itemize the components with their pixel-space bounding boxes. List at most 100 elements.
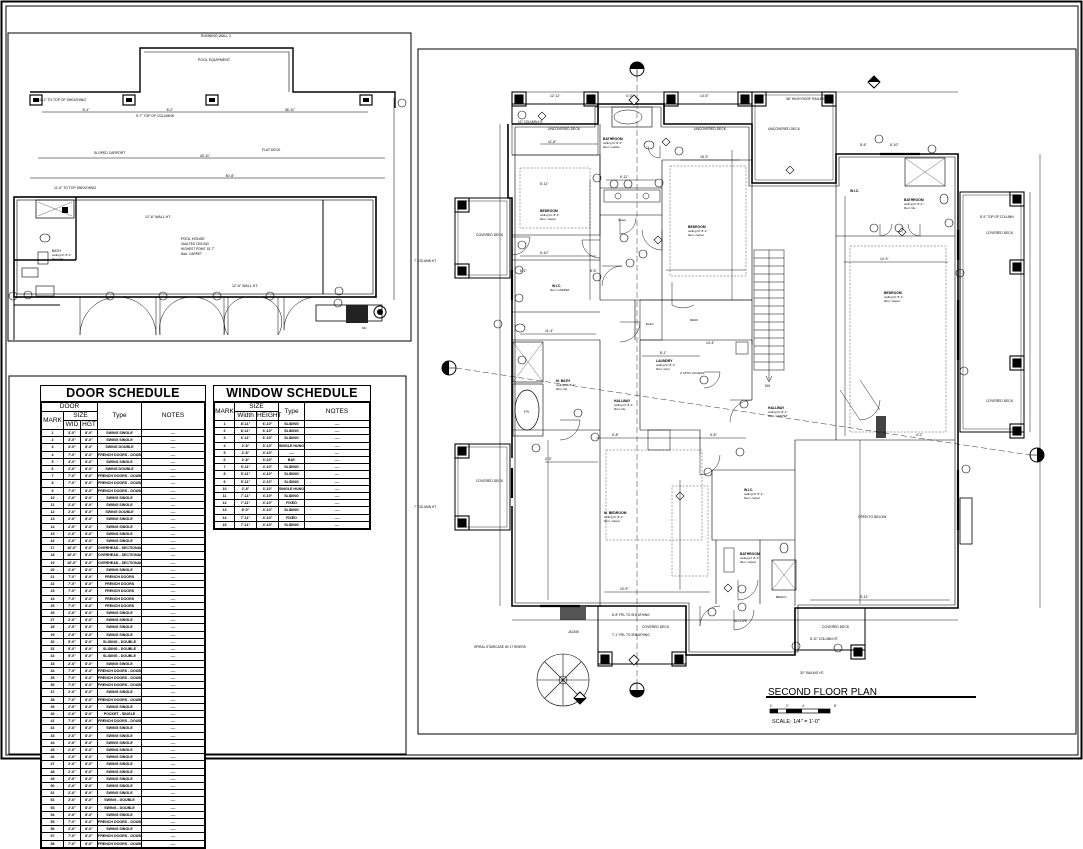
- svg-text:6'-1": 6'-1": [520, 269, 528, 273]
- table-cell: 3'-0": [63, 436, 81, 445]
- svg-text:8'-11": 8'-11": [860, 595, 869, 599]
- bedroom-1-label: BEDROOM: [540, 209, 558, 213]
- svg-text:18'-3": 18'-3": [700, 155, 709, 159]
- table-cell: 16'-0": [63, 558, 81, 567]
- table-cell: 2'-6": [63, 702, 81, 711]
- table-cell: ----: [141, 673, 205, 683]
- bath-floor: floor: tile: [52, 257, 64, 261]
- spiral-stair: [536, 653, 590, 707]
- table-cell: 6'-10": [255, 419, 280, 429]
- door-col-type: Type: [97, 402, 143, 430]
- svg-text:12'-11": 12'-11": [550, 94, 561, 98]
- table-cell: SLIDING - DOUBLE: [97, 645, 143, 654]
- table-cell: SWING SINGLE: [97, 623, 143, 632]
- table-cell: 3'-0": [63, 443, 81, 452]
- table-cell: 25: [41, 601, 64, 611]
- wic-1-label: W.I.C.: [552, 284, 561, 288]
- table-cell: 5: [41, 457, 64, 467]
- table-cell: ----: [141, 724, 205, 733]
- table-cell: FIXED: [278, 499, 306, 508]
- table-cell: ----: [141, 573, 205, 582]
- dim-8-4: 8'-4": [83, 108, 91, 112]
- table-cell: 7'-11": [234, 492, 257, 501]
- hallway-2-floor: floor: CARPET: [768, 414, 788, 418]
- table-cell: ----: [141, 681, 205, 690]
- covered-deck-right: COVERED DECK: [986, 231, 1014, 235]
- dim-texts: 12'-11"4'-0"14'-5" 8'-6"6'-10" 11'-8"6'-…: [520, 94, 924, 599]
- door-group-header: DOOR: [40, 402, 99, 412]
- chimney-hatch: [560, 606, 586, 620]
- table-cell: FRENCH DOORS: [97, 594, 143, 603]
- table-cell: 8'-0": [79, 774, 99, 783]
- table-cell: 2'-6": [63, 493, 81, 503]
- table-cell: 8'-0": [79, 810, 99, 819]
- table-cell: ----: [141, 558, 205, 567]
- table-cell: SWING SINGLE: [97, 529, 143, 539]
- table-cell: 3'-10": [255, 441, 280, 450]
- table-cell: 49: [41, 774, 64, 783]
- table-cell: 7'-0": [63, 681, 81, 690]
- table-cell: SWING SINGLE: [97, 781, 143, 791]
- mark-ref: MC: [362, 326, 367, 330]
- m-bedroom-label: M. BEDROOM: [604, 511, 627, 515]
- window-col-width: Width: [234, 411, 257, 421]
- table-cell: ----: [141, 709, 205, 719]
- alcove-label: ALCOVE: [734, 619, 747, 623]
- table-cell: 37: [41, 688, 64, 697]
- table-cell: ----: [141, 731, 205, 740]
- table-cell: SWING SINGLE: [97, 515, 143, 524]
- table-cell: 40: [41, 709, 64, 719]
- table-cell: 8'-0": [79, 789, 99, 798]
- dim-8-2: 8'-2": [167, 108, 175, 112]
- table-cell: 3: [214, 434, 235, 443]
- table-cell: ----: [141, 738, 205, 747]
- table-cell: SLIDING: [278, 427, 306, 436]
- section-markers: [441, 61, 1045, 705]
- inner-walls: [512, 106, 956, 653]
- table-cell: 2'-6": [63, 767, 81, 776]
- table-cell: 2'-6": [63, 609, 81, 618]
- table-cell: SWING SINGLE: [97, 702, 143, 711]
- table-cell: 4'-10": [255, 470, 280, 479]
- tag-circles: [493, 110, 971, 653]
- door-col-notes: NOTES: [141, 402, 205, 430]
- table-cell: SWING SINGLE: [97, 522, 143, 531]
- table-cell: 2'-6": [63, 630, 81, 639]
- table-cell: 7'-0": [63, 601, 81, 611]
- table-cell: 8'-0": [79, 817, 99, 827]
- hallway-2-ceiling: ceiling ht: 8'-1": [768, 410, 787, 414]
- toilet-icons: [514, 140, 954, 554]
- table-cell: 15: [41, 529, 64, 539]
- table-cell: 13: [41, 515, 64, 524]
- table-cell: ----: [141, 522, 205, 531]
- table-cell: 13: [214, 506, 235, 515]
- table-cell: 28: [41, 623, 64, 632]
- table-cell: SWING SINGLE: [97, 825, 143, 834]
- table-cell: 26: [41, 609, 64, 618]
- table-cell: SLIDING: [278, 470, 306, 479]
- table-cell: ----: [141, 601, 205, 611]
- table-cell: 11: [214, 492, 235, 501]
- table-cell: ----: [141, 609, 205, 618]
- drawing-sheet: RUNNING WALL 2 POOL EQUIPMENT 10'-1" TO …: [0, 0, 1083, 760]
- table-cell: 2'-6": [63, 803, 81, 812]
- table-cell: 8'-0": [79, 515, 99, 524]
- table-cell: 6: [41, 465, 64, 474]
- table-cell: 8'-0": [79, 839, 99, 848]
- spiral-stair-label: SPIRAL STAIRCASE W/ 17 RISERS: [474, 645, 526, 649]
- door-col-size: SIZE: [62, 411, 99, 421]
- table-cell: FRENCH DOORS - DOUBLE: [97, 832, 143, 841]
